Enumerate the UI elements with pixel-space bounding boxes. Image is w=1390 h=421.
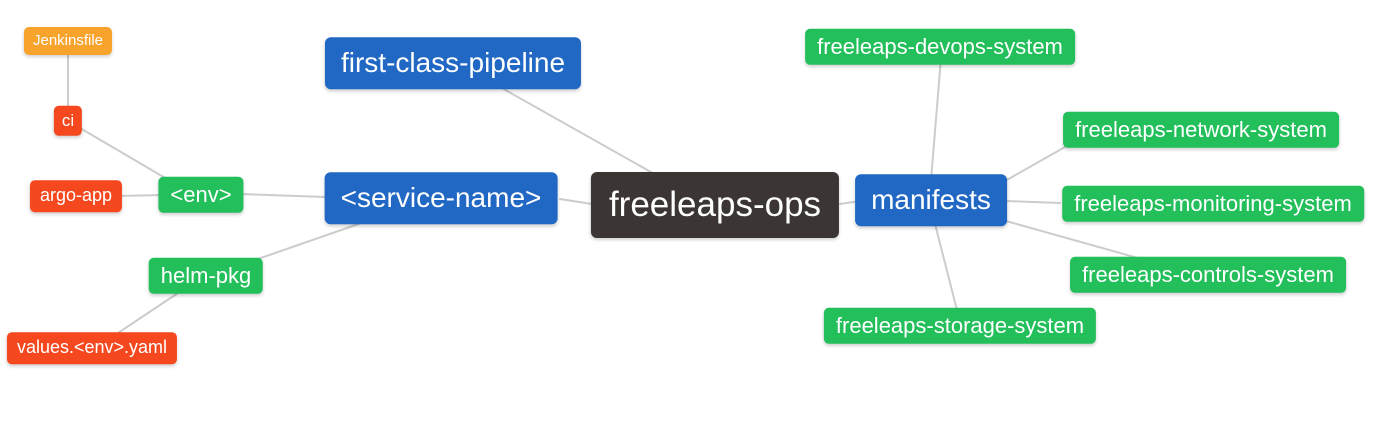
edge-manifests-freeleaps-network-system [1004,146,1066,182]
node-label: freeleaps-monitoring-system [1074,190,1352,216]
node-env[interactable]: <env> [158,176,244,214]
edge-manifests-freeleaps-monitoring-system [1004,200,1061,204]
node-helm-pkg[interactable]: helm-pkg [148,257,264,295]
edge-values-env-yaml-helm-pkg [114,292,179,336]
node-label: values.<env>.yaml [16,337,168,358]
node-service-name[interactable]: <service-name> [324,172,558,224]
edge-helm-pkg-service-name [254,219,371,261]
edge-first-class-pipeline-freeleaps-ops [499,86,659,177]
node-label: <service-name> [340,182,542,214]
node-label: freeleaps-devops-system [817,33,1063,59]
node-freeleaps-monitoring-system[interactable]: freeleaps-monitoring-system [1062,185,1364,223]
node-label: argo-app [39,185,113,206]
node-label: first-class-pipeline [340,47,566,79]
node-argo-app[interactable]: argo-app [29,180,123,212]
edge-manifests-freeleaps-devops-system [930,57,942,181]
node-first-class-pipeline[interactable]: first-class-pipeline [324,37,582,89]
node-label: freeleaps-storage-system [835,312,1085,338]
node-freeleaps-storage-system[interactable]: freeleaps-storage-system [823,307,1097,345]
node-manifests[interactable]: manifests [855,174,1007,226]
node-label: Jenkinsfile [32,32,104,49]
node-label: freeleaps-ops [608,185,822,224]
node-label: helm-pkg [160,262,252,288]
node-ci[interactable]: ci [53,105,83,137]
node-label: manifests [871,184,991,216]
node-freeleaps-network-system[interactable]: freeleaps-network-system [1063,111,1339,149]
node-label: ci [61,110,75,130]
node-values-env-yaml[interactable]: values.<env>.yaml [6,332,178,364]
node-freeleaps-ops[interactable]: freeleaps-ops [590,172,840,238]
edge-ci-env [79,127,173,183]
node-freeleaps-devops-system[interactable]: freeleaps-devops-system [805,28,1075,66]
node-label: <env> [170,181,232,207]
node-label: freeleaps-network-system [1075,116,1327,142]
node-jenkinsfile[interactable]: Jenkinsfile [23,27,113,55]
edge-service-name-freeleaps-ops [559,198,593,205]
edge-manifests-freeleaps-storage-system [933,219,959,315]
edge-manifests-freeleaps-controls-system [1005,220,1146,261]
edge-env-service-name [239,193,326,198]
node-label: freeleaps-controls-system [1082,261,1334,287]
node-freeleaps-controls-system[interactable]: freeleaps-controls-system [1070,256,1346,294]
edge-argo-app-env [114,194,166,197]
